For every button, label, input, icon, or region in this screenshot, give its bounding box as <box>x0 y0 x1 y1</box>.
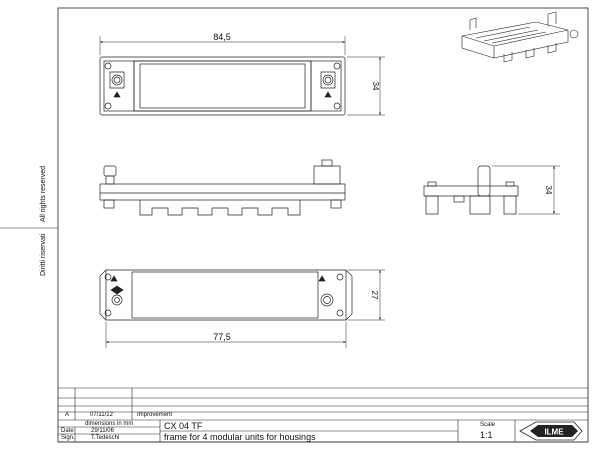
dim-top-height-label: 34 <box>371 82 380 91</box>
part-code: CX 04 TF <box>164 421 203 431</box>
revision-date: 07/11/12 <box>90 412 113 418</box>
dim-top-height <box>347 56 385 116</box>
diritti-riservati-caption: Diritti riservati <box>40 233 47 276</box>
sign-label: Sign. <box>61 435 75 441</box>
top-view <box>99 56 346 116</box>
ilme-logo: ILME <box>519 421 583 441</box>
dim-side-height <box>492 165 560 215</box>
dim-bottom-width-label: 77,5 <box>213 332 231 342</box>
rights-reserved-caption: All rights reserved <box>40 165 47 222</box>
dim-bottom-height <box>348 269 385 321</box>
revision-letter: A <box>65 412 70 418</box>
dim-side-height-label: 34 <box>544 186 553 195</box>
front-view <box>99 159 346 216</box>
dimensions-note: dimensions in mm <box>85 421 134 427</box>
dim-bottom-width <box>105 322 347 348</box>
sign-value: T.Tedeschi <box>91 435 120 441</box>
date-label: Date <box>61 428 74 434</box>
dim-bottom-height-label: 27 <box>370 291 379 300</box>
bottom-view <box>99 269 353 321</box>
dim-top-width-label: 84,5 <box>213 32 231 42</box>
part-description: frame for 4 modular units for housings <box>164 432 316 442</box>
revision-text: Improvement <box>137 412 173 418</box>
side-view <box>423 165 519 215</box>
drawing-border <box>57 7 589 443</box>
svg-text:ILME: ILME <box>544 428 564 437</box>
title-block <box>58 387 588 443</box>
isometric-view <box>461 11 579 63</box>
scale-label: Scale <box>480 422 496 428</box>
date-value: 29/11/06 <box>91 428 114 434</box>
scale-value: 1:1 <box>480 430 493 440</box>
dim-top-width <box>99 36 346 55</box>
